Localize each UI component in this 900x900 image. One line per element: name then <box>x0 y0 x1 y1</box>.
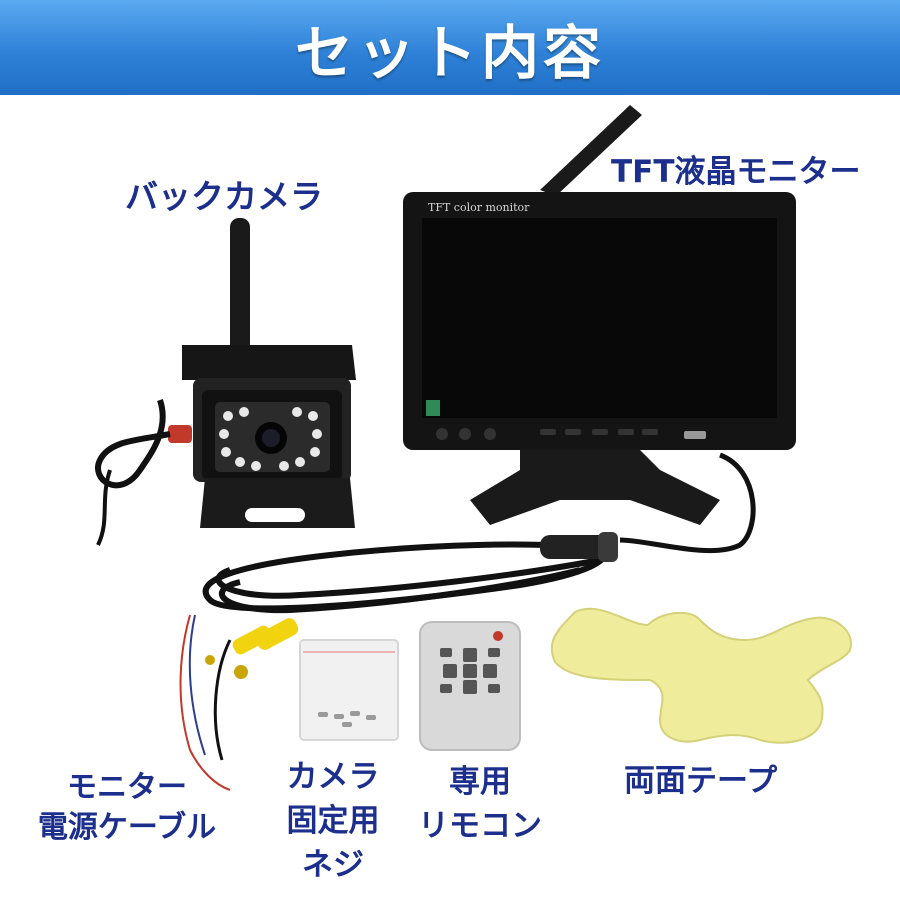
cable-label-line-2: 電源ケーブル <box>37 810 217 845</box>
camera-screws-label: カメラ 固定用 ネジ <box>268 755 398 887</box>
tft-monitor-image: TFT color monitor <box>403 105 796 554</box>
remote-label-line-2: リモコン <box>418 808 542 844</box>
cable-label-line-1: モニター <box>67 770 187 805</box>
remote-control-image <box>419 621 521 751</box>
screw-bag-image <box>299 639 399 741</box>
power-cable-image <box>179 532 618 791</box>
screws-label-line-2: 固定用 <box>286 803 380 839</box>
remote-label: 専用 リモコン <box>405 760 555 848</box>
double-sided-tape-image <box>550 607 853 744</box>
screws-label-line-1: カメラ <box>286 759 380 795</box>
screws-label-line-3: ネジ <box>302 847 364 883</box>
header-banner: セット内容 <box>0 0 900 95</box>
double-sided-tape-label: 両面テープ <box>624 763 778 799</box>
monitor-brand-text: TFT color monitor <box>428 201 530 214</box>
back-camera-image <box>95 218 356 546</box>
remote-label-line-1: 専用 <box>449 764 511 800</box>
monitor-power-cable-label: モニター 電源ケーブル <box>22 768 232 848</box>
page-title: セット内容 <box>294 18 605 87</box>
tft-monitor-label: TFT液晶モニター <box>611 154 861 190</box>
back-camera-label: バックカメラ <box>125 177 323 216</box>
product-photo: TFT color monitor <box>95 105 853 791</box>
